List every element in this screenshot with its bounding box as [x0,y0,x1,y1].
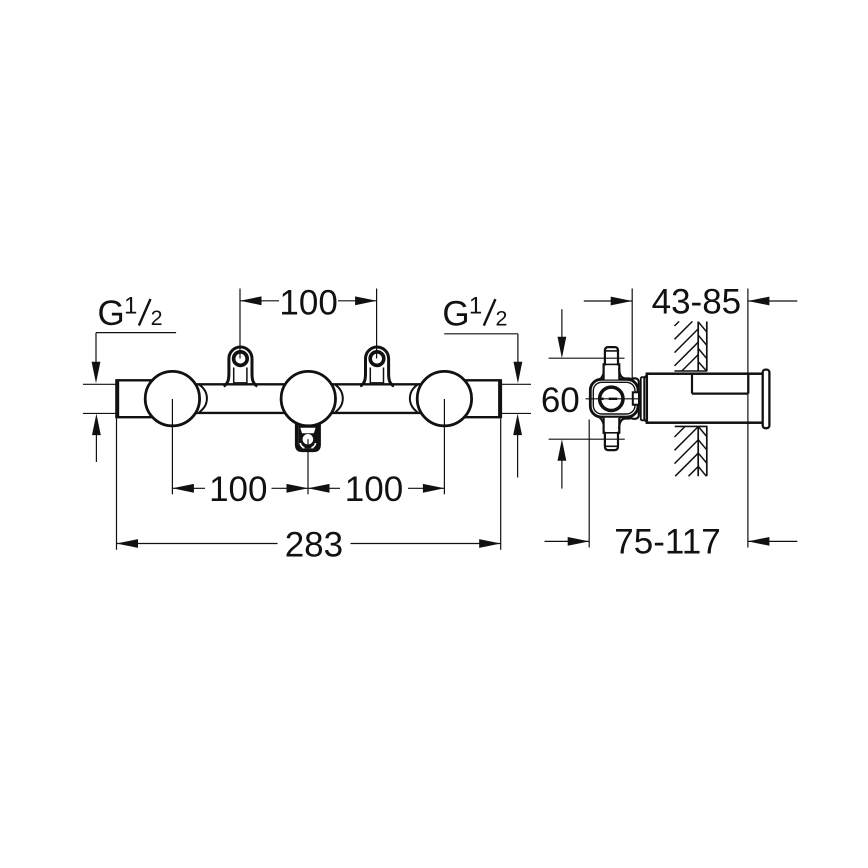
pipe-stub-top [599,346,631,380]
thread-denominator: 2 [151,306,163,330]
dim-label-total-depth: 75-117 [614,523,720,562]
valve-circle-middle [279,369,337,428]
dim-bottom-spacing [171,399,445,495]
dim-overall-width [115,418,502,550]
bar-cap-arc-middle [334,383,344,413]
dim-total-depth [544,419,798,548]
dim-thread-left [82,332,177,462]
thread-label-right: G 1 2 [442,293,507,334]
dim-vertical-spacing [548,309,625,489]
dim-thread-right [444,333,531,478]
thread-letter: G [98,294,125,333]
dim-label-bottom-left: 100 [209,470,267,509]
wall-flange [761,368,771,430]
dimensions [82,288,798,550]
housing-cylinder [639,372,766,424]
dim-label-vertical-spacing: 60 [541,381,580,420]
thread-label-left: G 1 2 [98,293,163,334]
thread-slash [137,298,152,326]
thread-numerator: 1 [469,293,482,320]
bar-cap-arc-right [408,383,418,413]
thread-numerator: 1 [124,293,137,320]
labels: 100 100 100 283 43-85 60 75-117 G 1 2 G … [98,283,742,565]
wall-section-upper [673,320,708,372]
dim-label-overall-width: 283 [285,525,343,564]
pipe-stub-bottom [599,417,631,452]
dim-label-depth-range: 43-85 [652,283,742,322]
thread-denominator: 2 [496,306,508,330]
thread-slash [482,298,497,327]
dim-label-bottom-right: 100 [345,470,403,509]
dim-top-spacing [239,288,378,359]
wall-section-lower [673,425,708,477]
thread-letter: G [442,294,469,333]
dim-label-top-spacing: 100 [279,284,337,323]
bar-cap-arc-left [198,383,208,413]
front-view [115,345,503,453]
dim-depth-range [583,288,798,548]
pipe-end-block-left [115,379,152,419]
side-view [585,320,771,477]
